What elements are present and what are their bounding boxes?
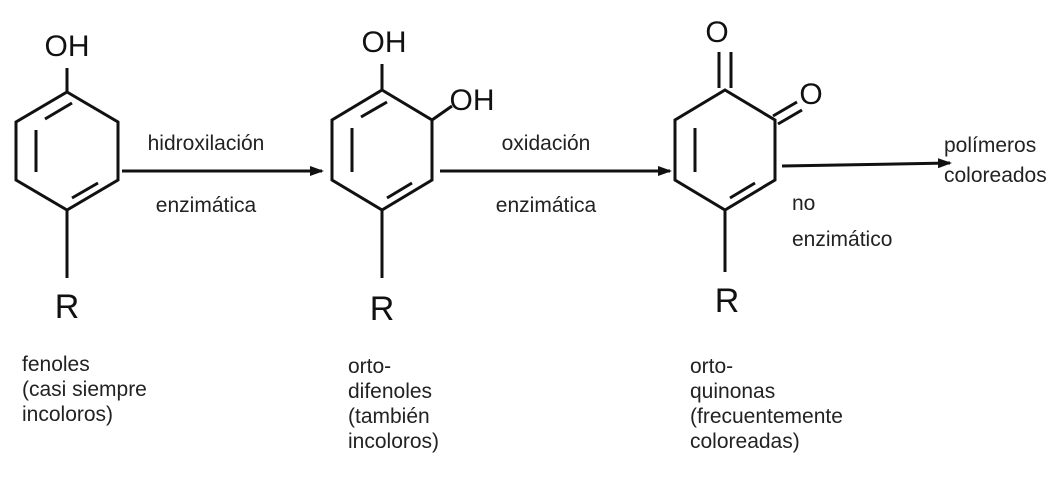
arrow1-label-top: hidroxilación	[148, 132, 265, 155]
phenol-structure	[14, 68, 120, 278]
caption-line: orto-	[348, 355, 392, 378]
diphenol-structure	[330, 64, 453, 278]
quinone-r-label: R	[715, 282, 740, 320]
caption-line: difenoles	[348, 380, 433, 403]
caption-line: (también	[348, 405, 430, 428]
diphenol-oh1-label: OH	[362, 26, 407, 59]
arrow1-label-bottom: enzimática	[156, 194, 257, 217]
diphenol-oh2-label: OH	[450, 84, 495, 117]
arrow2-label-top: oxidación	[502, 132, 591, 155]
product-label-line1: polímeros	[944, 134, 1036, 157]
caption-line: incoloros)	[348, 430, 440, 453]
diphenol-r-label: R	[370, 290, 395, 328]
quinone-o1-label: O	[705, 16, 728, 49]
quinone-structure	[673, 52, 803, 272]
caption-line: incoloros)	[22, 403, 114, 426]
phenol-oh-label: OH	[45, 30, 90, 63]
arrow-non-enzymatic	[781, 158, 952, 169]
arrow3-label-line1: no	[792, 192, 815, 215]
caption-line: (frecuentemente	[690, 405, 843, 428]
product-label-line2: coloreados	[944, 164, 1047, 187]
caption-line: (casi siempre	[22, 378, 147, 401]
caption-line: fenoles	[22, 353, 90, 376]
caption-diphenols: orto- difenoles (también incoloros)	[348, 354, 439, 454]
phenol-r-label: R	[55, 288, 80, 326]
caption-line: coloreadas)	[690, 430, 800, 453]
caption-line: orto-	[690, 355, 734, 378]
quinone-o2-label: O	[799, 78, 822, 111]
caption-line: quinonas	[690, 380, 776, 403]
arrow3-label-line2: enzimático	[792, 228, 892, 251]
arrow2-label-bottom: enzimática	[496, 194, 597, 217]
caption-phenols: fenoles (casi siempre incoloros)	[22, 352, 147, 427]
caption-quinones: orto- quinonas (frecuentemente coloreada…	[690, 354, 843, 454]
